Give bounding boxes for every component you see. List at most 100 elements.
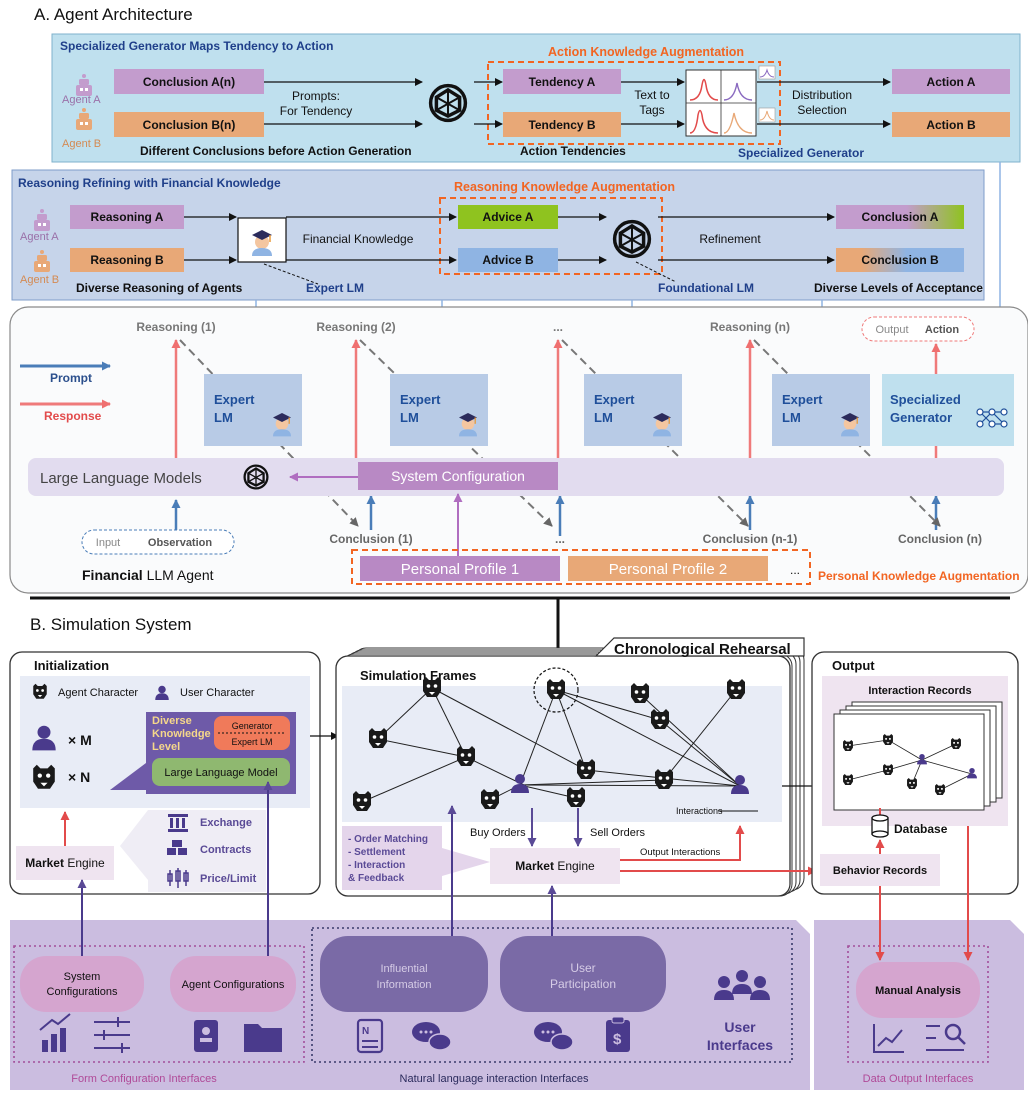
agent-b-label-top: Agent B <box>62 138 101 150</box>
user-char-label: User Character <box>180 687 255 699</box>
reasoning-a-box <box>70 205 184 229</box>
reasoning-dots-label: ... <box>553 320 563 334</box>
reasoning-2-label: Reasoning (2) <box>316 320 395 334</box>
price-limit-label: Price/Limit <box>200 873 257 885</box>
system-config-box <box>358 462 558 490</box>
market-engine-sim-label: Market Engine <box>515 859 595 873</box>
conclusion-b-box <box>836 248 964 272</box>
caption-foundational-lm: Foundational LM <box>658 281 754 295</box>
records-stack <box>833 701 1003 811</box>
conclusion-dots-label: ... <box>555 532 565 546</box>
reasoning-a-label: Reasoning A <box>91 210 164 224</box>
advice-b-box <box>458 248 558 272</box>
output-title: Output <box>832 658 875 673</box>
reasoning-b-label: Reasoning B <box>90 253 164 267</box>
legend-prompt-label: Prompt <box>50 371 92 385</box>
expert-lm-2: Expert LM <box>390 374 488 446</box>
advice-a-label: Advice A <box>483 210 534 224</box>
database-label: Database <box>894 822 948 836</box>
reasoning-aug-label: Reasoning Knowledge Augmentation <box>454 180 675 194</box>
specialized-panel-title: Specialized Generator Maps Tendency to A… <box>60 39 333 53</box>
contracts-label: Contracts <box>200 844 251 856</box>
expert-lm-init-label: Expert LM <box>231 737 272 747</box>
folder-icon <box>244 1024 282 1052</box>
caption-diverse-reasoning: Diverse Reasoning of Agents <box>76 281 243 295</box>
system-config-text-1: System <box>64 971 101 983</box>
user-interfaces-icon <box>714 970 770 1000</box>
conclusion-1-label: Conclusion (1) <box>329 532 412 546</box>
output-pill-label: Output <box>875 324 908 336</box>
rehearsal-tab <box>594 637 805 657</box>
order-list-3: - Interaction <box>348 860 405 871</box>
data-output-interfaces-label: Data Output Interfaces <box>863 1073 974 1085</box>
section-a-title: A. Agent Architecture <box>34 5 193 24</box>
behavior-records-box <box>820 854 940 886</box>
system-config-label: System Configuration <box>391 468 525 484</box>
agent-a-label-top: Agent A <box>62 94 101 106</box>
svg-text:LM: LM <box>214 410 233 425</box>
foundational-pointer-line <box>635 261 677 283</box>
chat-icon-2 <box>534 1022 574 1051</box>
action-b-label: Action B <box>926 118 976 132</box>
action-aug-label: Action Knowledge Augmentation <box>548 45 744 59</box>
svg-text:Expert: Expert <box>400 392 441 407</box>
svg-text:Expert: Expert <box>214 392 255 407</box>
clipboard-dollar-icon: $ <box>606 1016 630 1052</box>
section-b-title: B. Simulation System <box>30 615 192 634</box>
conclusion-n-label: Conclusion (n) <box>898 532 982 546</box>
action-pill-label: Action <box>925 324 960 336</box>
market-engine-init-box <box>16 846 114 880</box>
order-list-pointer <box>442 848 490 876</box>
manual-analysis-text: Manual Analysis <box>875 985 961 997</box>
influential-information-button[interactable] <box>320 936 488 1012</box>
expert-lm-4: Expert LM <box>772 374 870 446</box>
reasoning-aug-dashed-box <box>439 197 663 275</box>
caption-specialized-generator: Specialized Generator <box>738 146 864 160</box>
agent-config-text: Agent Configurations <box>182 979 285 991</box>
llm-init-box <box>152 758 290 786</box>
conclusion-a-box <box>836 205 964 229</box>
line-chart-icon <box>873 1024 904 1053</box>
action-b-box <box>892 112 1010 137</box>
interactions-legend-label: Interactions <box>676 806 723 816</box>
agent-configurations-button[interactable] <box>170 956 296 1012</box>
nl-interaction-interfaces-label: Natural language interaction Interfaces <box>400 1073 589 1085</box>
market-engine-sim-box <box>490 848 620 884</box>
influential-text-1: Influential <box>380 963 427 975</box>
user-participation-text-2: Participation <box>550 977 616 991</box>
sim-network-area <box>342 686 782 822</box>
conclusion-a-n-label: Conclusion A(n) <box>143 75 235 89</box>
svg-text:Generator: Generator <box>890 410 952 425</box>
gpt-icon-top <box>428 83 468 123</box>
conclusion-b-n-box <box>114 112 264 137</box>
exchange-label: Exchange <box>200 817 252 829</box>
distribution-text-1: Distribution <box>792 88 852 102</box>
sim-highlight-circle <box>533 667 579 713</box>
manual-analysis-button[interactable] <box>856 962 980 1018</box>
system-configurations-button[interactable] <box>20 956 144 1012</box>
agent-char-label: Agent Character <box>58 687 138 699</box>
contact-book-icon <box>194 1020 218 1052</box>
user-participation-text-1: User <box>570 961 595 975</box>
caption-different-conclusions: Different Conclusions before Action Gene… <box>140 144 412 158</box>
tendency-b-label: Tendency B <box>528 118 595 132</box>
diverse-text-1: Diverse <box>152 715 192 727</box>
conclusion-b-n-label: Conclusion B(n) <box>143 118 236 132</box>
personal-profile-1-label: Personal Profile 1 <box>401 561 519 578</box>
refinement-text: Refinement <box>699 232 761 246</box>
legend-response-label: Response <box>44 409 102 423</box>
svg-text:Expert: Expert <box>594 392 635 407</box>
user-participation-button[interactable] <box>500 936 666 1012</box>
interaction-records-label: Interaction Records <box>868 685 971 697</box>
order-list-1: - Order Matching <box>348 834 428 845</box>
text-to-1: Text to <box>634 88 670 102</box>
prompts-text-1: Prompts: <box>292 89 340 103</box>
action-a-box <box>892 69 1010 94</box>
prompts-text-2: For Tendency <box>280 104 353 118</box>
input-observation-pill <box>81 529 235 555</box>
svg-text:LM: LM <box>400 410 419 425</box>
conclusion-a-n-box <box>114 69 264 94</box>
agent-b-label-mid: Agent B <box>20 274 59 286</box>
personal-aug-label: Personal Knowledge Augmentation <box>818 569 1020 583</box>
